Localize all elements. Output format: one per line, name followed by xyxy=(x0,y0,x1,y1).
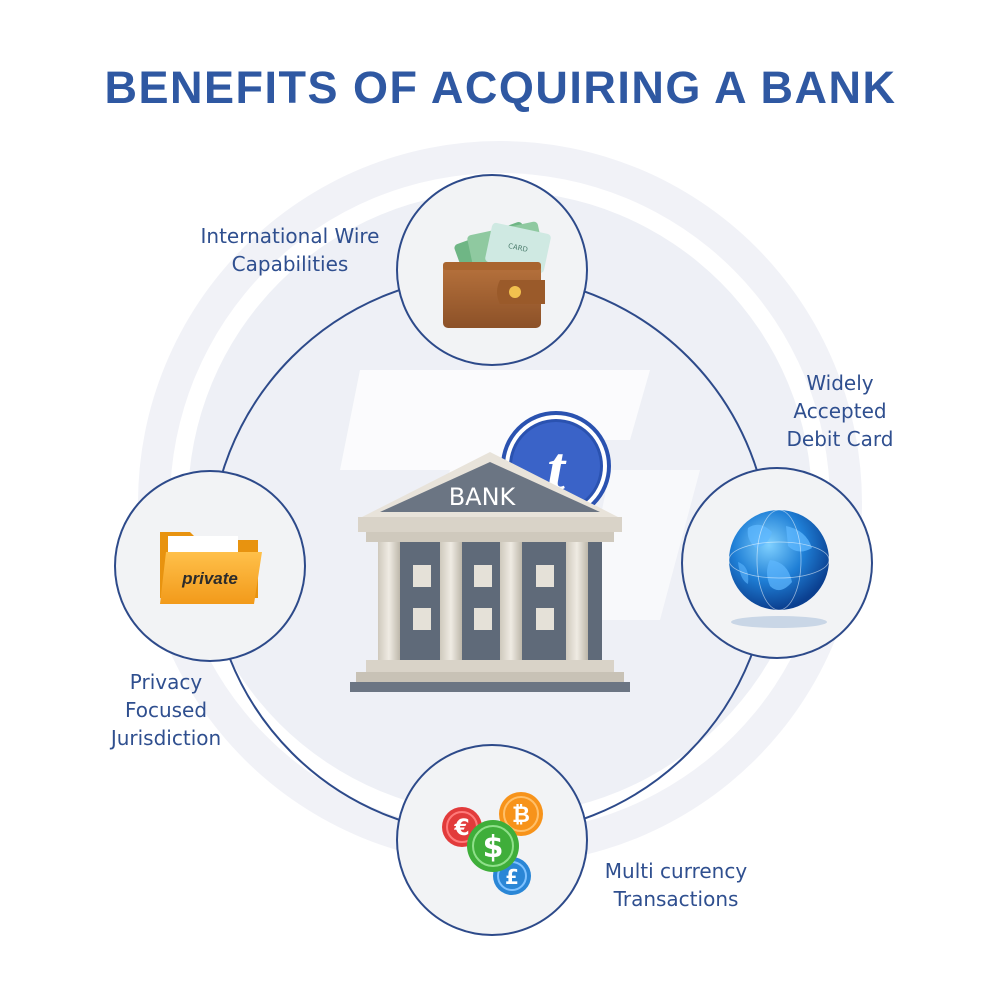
svg-text:₿: ₿ xyxy=(512,803,530,828)
label-line: Widely xyxy=(806,371,874,395)
node-privacy: private xyxy=(114,470,306,662)
label-international-wire: International Wire Capabilities xyxy=(180,222,400,278)
label-debit-card: Widely Accepted Debit Card xyxy=(760,369,920,453)
label-line: Accepted xyxy=(793,399,887,423)
label-multi-currency: Multi currency Transactions xyxy=(586,857,766,913)
bank-building-icon: t BANK xyxy=(350,411,630,692)
node-debit-card xyxy=(681,467,873,659)
svg-text:€: € xyxy=(453,816,469,841)
label-line: Debit Card xyxy=(786,427,894,451)
label-line: International Wire xyxy=(200,224,380,248)
folder-text: private xyxy=(181,569,238,588)
bank-sign: BANK xyxy=(449,483,517,511)
svg-text:£: £ xyxy=(505,865,519,889)
svg-text:$: $ xyxy=(483,830,504,865)
label-line: Transactions xyxy=(613,887,739,911)
label-line: Multi currency xyxy=(604,859,748,883)
node-multi-currency: € ₿ £ $ xyxy=(396,744,588,936)
bitcoin-coin-icon: ₿ xyxy=(499,792,543,836)
currency-coins-icon: € ₿ £ $ xyxy=(442,792,543,895)
label-line: Focused xyxy=(124,698,208,722)
page-title: BENEFITS OF ACQUIRING A BANK xyxy=(104,62,897,113)
label-line: Privacy xyxy=(129,670,203,694)
dollar-coin-icon: $ xyxy=(467,820,519,872)
globe-icon xyxy=(728,509,830,628)
wallet-icon: CARD xyxy=(443,221,551,328)
node-international-wire: CARD xyxy=(396,174,588,366)
private-folder-icon: private xyxy=(160,532,262,604)
label-line: Jurisdiction xyxy=(110,726,222,750)
card-text: CARD xyxy=(507,242,528,254)
label-privacy: Privacy Focused Jurisdiction xyxy=(86,668,246,752)
label-line: Capabilities xyxy=(231,252,349,276)
